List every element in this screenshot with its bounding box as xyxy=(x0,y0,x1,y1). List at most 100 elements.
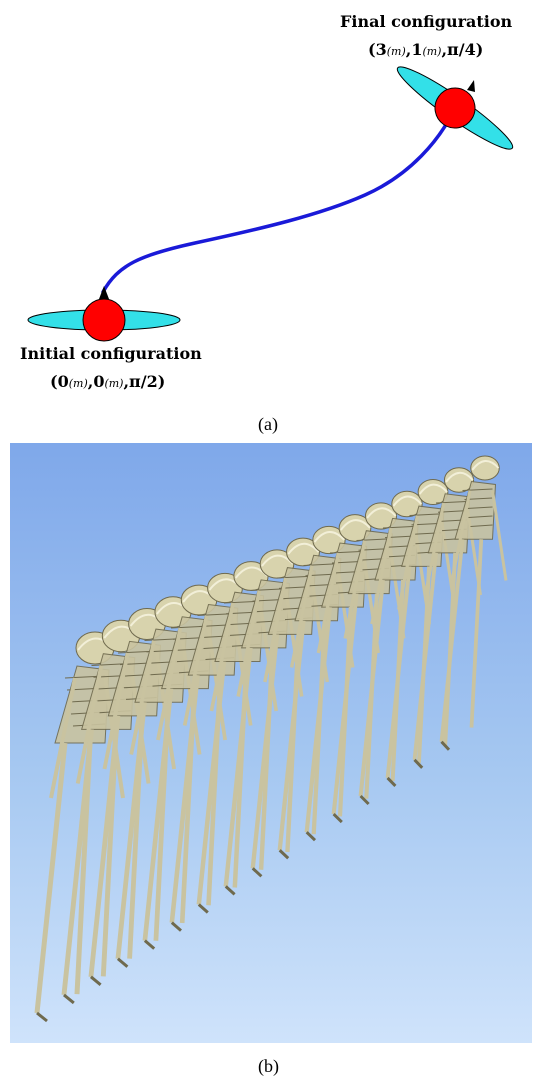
skeleton-foot xyxy=(170,921,182,932)
skeleton-leg xyxy=(88,715,121,978)
skeleton-head-highlight xyxy=(392,495,423,507)
initial-theta: π/2 xyxy=(129,372,158,391)
skeleton-figure xyxy=(439,455,508,751)
final-config-title: Final configuration xyxy=(340,12,513,31)
skeleton-leg xyxy=(304,606,333,833)
skeleton-rib xyxy=(409,513,441,516)
skeleton-arm xyxy=(396,515,419,610)
motion-sequence-render xyxy=(10,443,532,1043)
initial-y-unit: (m) xyxy=(104,377,124,390)
skeleton-foot xyxy=(143,939,156,950)
skeleton-leg xyxy=(469,539,484,728)
skeleton-leg xyxy=(61,729,94,996)
skeleton-head-highlight xyxy=(471,460,500,471)
final-sep1: , xyxy=(405,40,412,59)
skeleton-arm xyxy=(49,677,77,799)
skeleton-rib xyxy=(462,488,493,491)
skeleton-figure xyxy=(412,467,482,769)
skeleton-rib xyxy=(470,524,493,527)
initial-sep1: , xyxy=(87,372,94,391)
skeleton-foot xyxy=(116,957,129,968)
skeleton-head-highlight xyxy=(313,531,346,543)
initial-x-unit: (m) xyxy=(68,377,88,390)
trajectory-path xyxy=(101,106,457,294)
skeleton-leg xyxy=(142,688,174,941)
skeleton-arm xyxy=(491,490,508,581)
skeleton-sequence xyxy=(34,455,508,1023)
skeleton-foot xyxy=(305,831,317,842)
skeleton-arm xyxy=(156,627,183,741)
skeleton-leg xyxy=(331,593,359,815)
skeleton-figure xyxy=(250,537,329,878)
skeleton-rib xyxy=(435,500,467,504)
skeleton-arm xyxy=(129,640,156,755)
skeleton-arm xyxy=(316,552,340,654)
skeleton-leg xyxy=(277,620,306,851)
skeleton-foot xyxy=(36,1011,48,1023)
final-theta: π/4 xyxy=(447,40,476,59)
skeleton-arm xyxy=(236,590,262,697)
skeleton-leg xyxy=(115,702,147,959)
skeleton-torso xyxy=(454,480,497,540)
skeleton-rib xyxy=(276,575,312,579)
skeleton-leg xyxy=(385,566,412,779)
skeleton-arm xyxy=(209,602,235,712)
final-sep2: , xyxy=(441,40,448,59)
final-close: ) xyxy=(475,40,484,59)
final-y-unit: (m) xyxy=(422,45,442,58)
skeleton-foot xyxy=(197,903,209,914)
skeleton-head-highlight xyxy=(418,483,448,495)
skeleton-arm xyxy=(370,527,393,625)
skeleton-leg xyxy=(439,539,465,742)
skeleton-foot xyxy=(251,867,263,878)
initial-robot xyxy=(27,298,181,342)
skeleton-rib xyxy=(303,563,338,566)
skeleton-rib xyxy=(250,588,286,591)
skeleton-foot xyxy=(440,740,451,751)
skeleton-arm xyxy=(102,652,130,770)
skeleton-head-highlight xyxy=(287,542,320,555)
skeleton-arm xyxy=(75,665,104,784)
skeleton-head-highlight xyxy=(340,519,371,531)
initial-open: ( xyxy=(50,372,58,391)
panel-a-label: (a) xyxy=(258,414,278,434)
skeleton-rib xyxy=(356,538,390,541)
final-robot-body xyxy=(434,87,476,129)
skeleton-leg xyxy=(196,661,227,905)
trajectory-diagram xyxy=(27,66,514,342)
skeleton-foot xyxy=(278,849,290,860)
skeleton-foot xyxy=(63,993,75,1005)
initial-y-value: 0 xyxy=(93,372,105,391)
initial-config-title: Initial configuration xyxy=(20,344,202,363)
skeleton-foot xyxy=(89,975,102,986)
skeleton-leg xyxy=(358,579,385,797)
initial-x-value: 0 xyxy=(57,372,69,391)
skeleton-arm xyxy=(343,540,367,639)
skeleton-arm xyxy=(423,502,446,596)
skeleton-foot xyxy=(224,885,236,896)
final-config-coords: (3(m),1(m),π/4) xyxy=(368,40,483,59)
skeleton-leg xyxy=(412,552,438,761)
final-open: ( xyxy=(368,40,376,59)
skeleton-arm xyxy=(450,490,472,581)
skeleton-rib xyxy=(329,550,364,554)
skeleton-head-highlight xyxy=(445,471,474,483)
skeleton-leg xyxy=(250,634,280,869)
final-x-value: 3 xyxy=(375,40,387,59)
final-robot xyxy=(396,66,514,150)
skeleton-head-highlight xyxy=(366,507,397,519)
final-x-unit: (m) xyxy=(386,45,406,58)
skeleton-rib xyxy=(468,515,493,518)
skeleton-leg xyxy=(34,742,68,1014)
initial-config-coords: (0(m),0(m),π/2) xyxy=(50,372,165,391)
skeleton-leg xyxy=(169,674,200,923)
initial-sep2: , xyxy=(123,372,130,391)
skeleton-arm xyxy=(263,577,288,683)
skeleton-arm xyxy=(289,565,314,668)
skeleton-foot xyxy=(413,758,424,769)
skeleton-foot xyxy=(386,776,397,787)
skeleton-figure xyxy=(169,572,253,932)
skeleton-rib xyxy=(382,525,416,529)
skeleton-foot xyxy=(332,813,343,824)
initial-heading-marker xyxy=(99,286,109,299)
